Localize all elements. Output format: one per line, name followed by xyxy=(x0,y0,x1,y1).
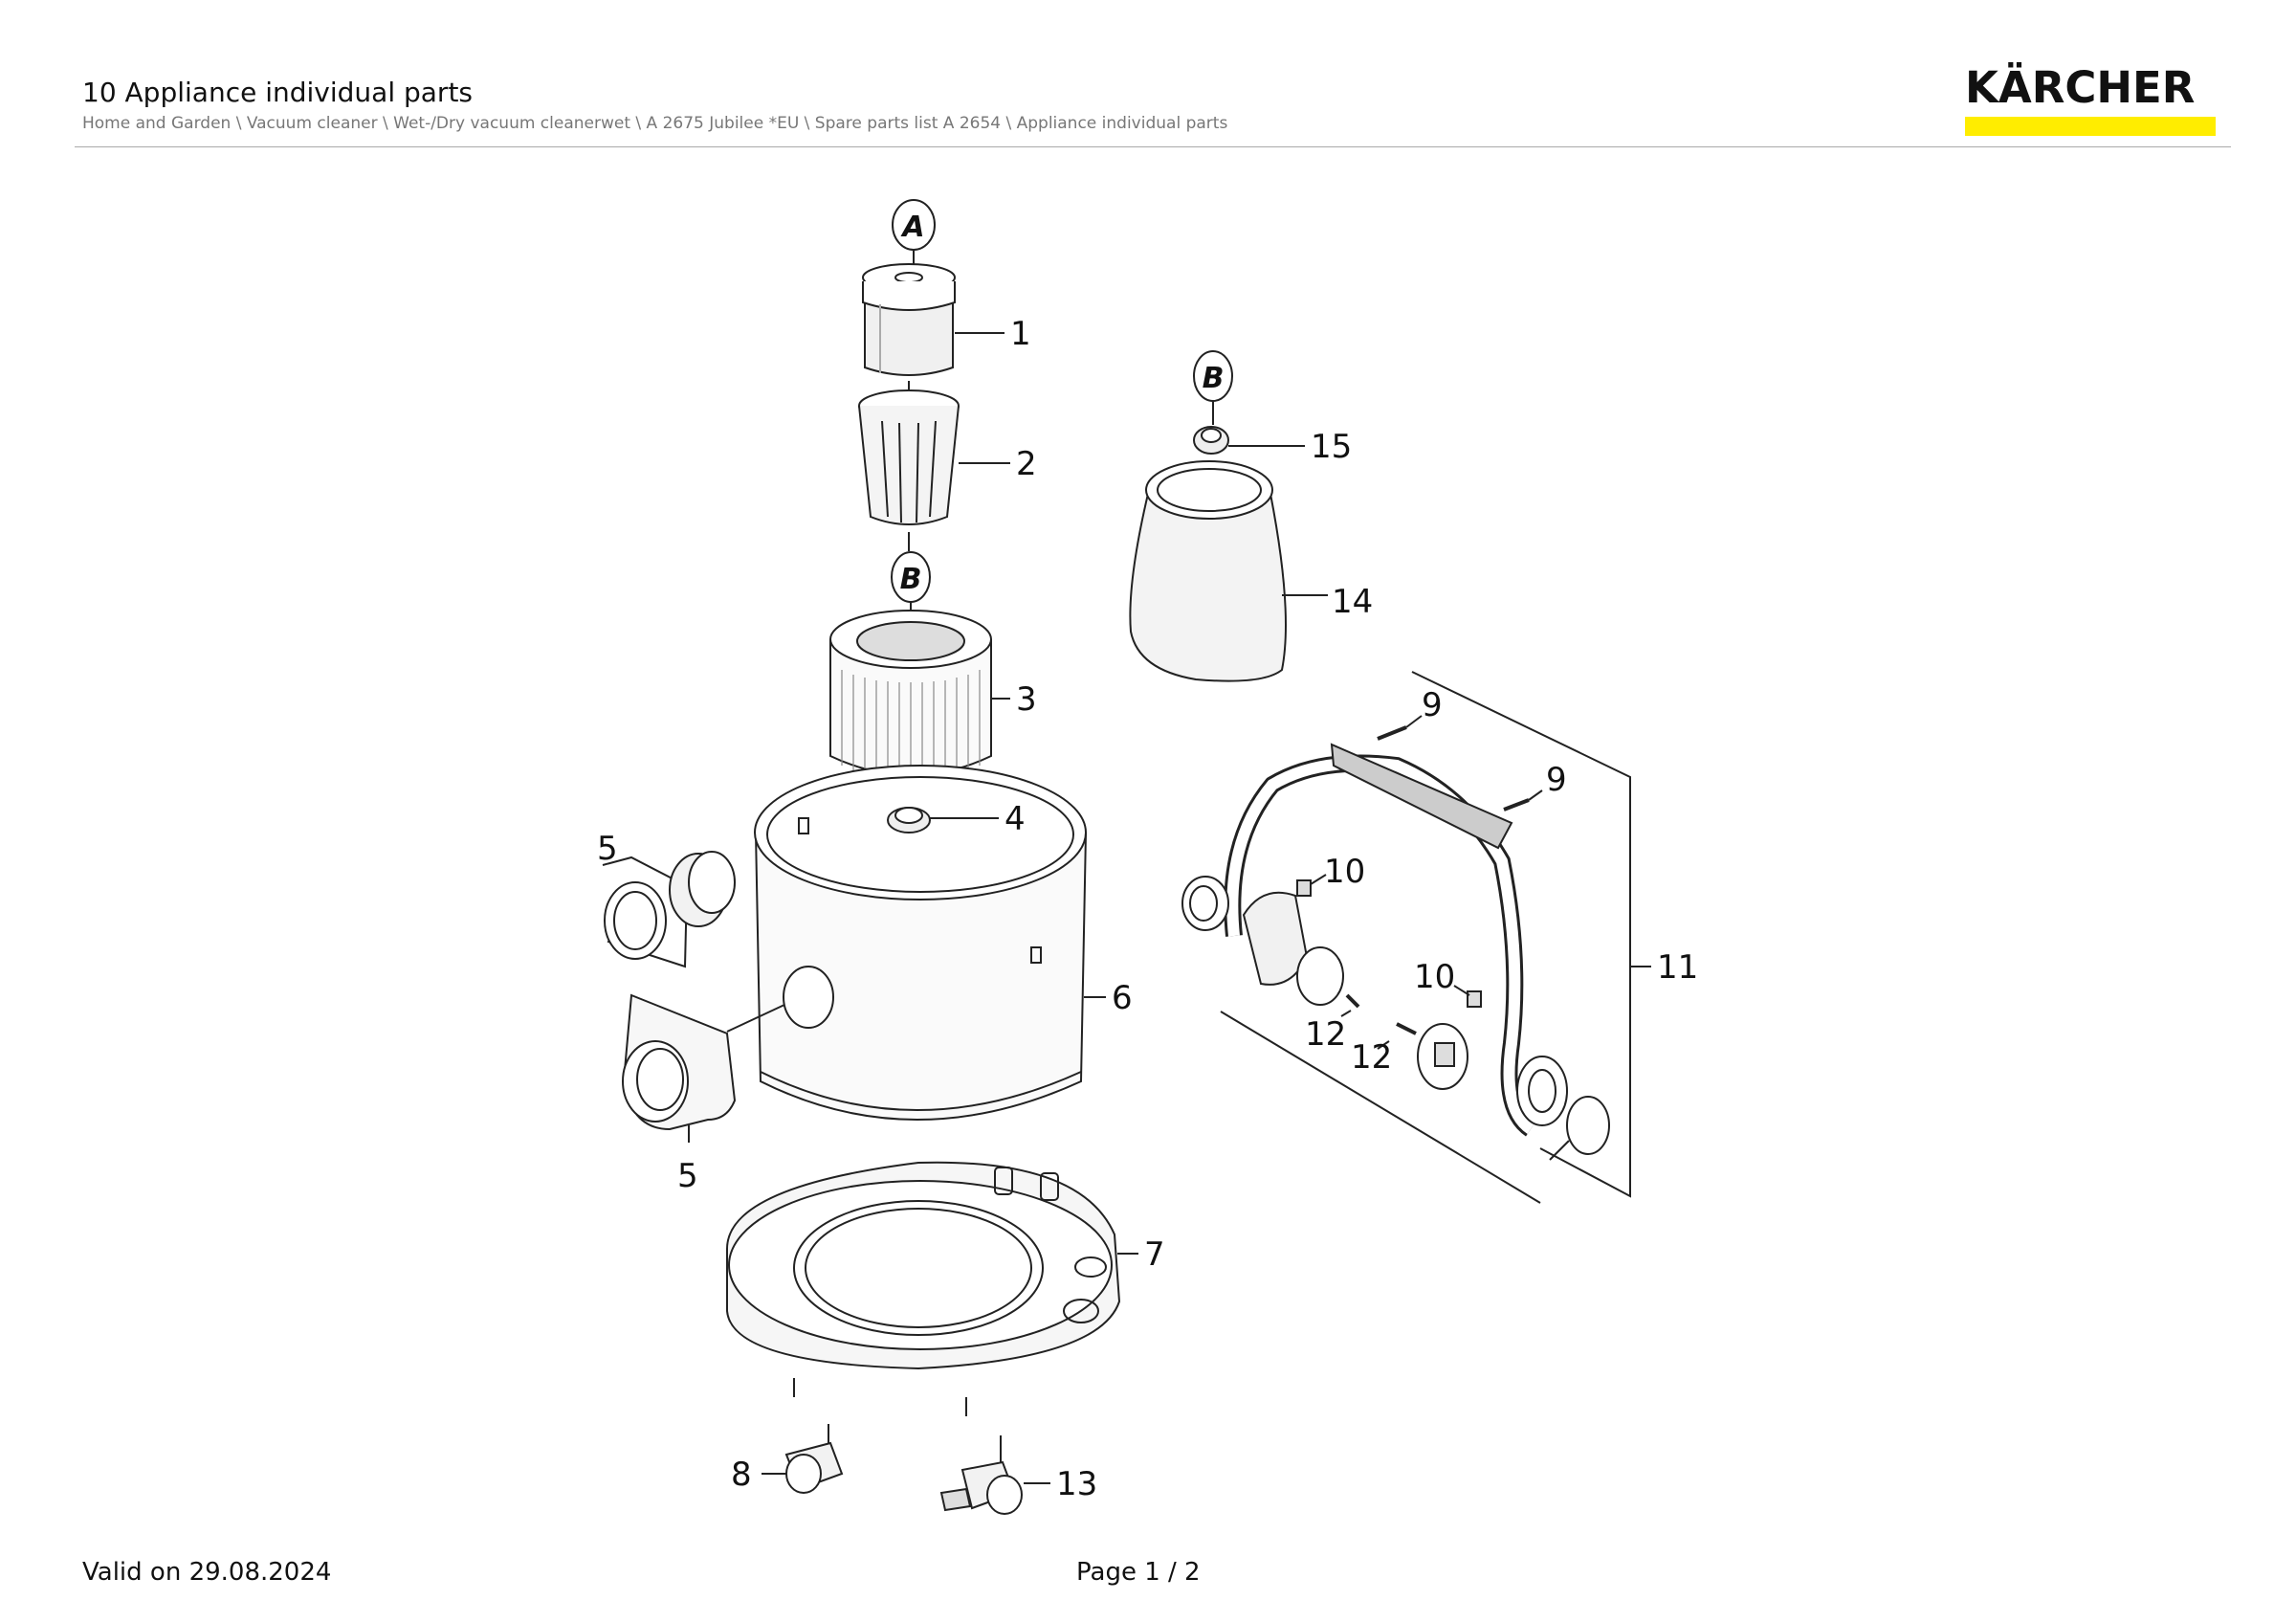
badge-b-left-label: B xyxy=(900,563,922,596)
callout-5-bottom: 5 xyxy=(677,1157,698,1195)
callout-9-top: 9 xyxy=(1422,686,1443,724)
part-9-screw-top xyxy=(1377,725,1407,741)
callout-8: 8 xyxy=(731,1456,752,1494)
part-11-handle xyxy=(1181,743,1610,1155)
part-12-screw-left xyxy=(1345,993,1360,1009)
part-10-clip-top xyxy=(1296,879,1312,897)
part-14-filter-bag xyxy=(1129,460,1287,682)
part-11-handle-group-outline xyxy=(1220,671,1631,1204)
part-9-screw-right xyxy=(1503,798,1530,812)
callout-5-top: 5 xyxy=(597,830,618,868)
page-number: Page 1 / 2 xyxy=(1076,1558,1201,1587)
logo-wordmark: KÄRCHER xyxy=(1965,62,2196,113)
part-5-inlet-cover xyxy=(622,993,785,1143)
part-4-float xyxy=(887,807,931,834)
part-13-braked-castor xyxy=(939,1435,1023,1515)
callout-1: 1 xyxy=(1010,315,1031,353)
part-7-chassis xyxy=(726,1161,1121,1416)
part-3-cartridge-filter xyxy=(829,610,992,782)
callout-13: 13 xyxy=(1056,1465,1097,1503)
part-12-screw-right xyxy=(1396,1022,1417,1035)
callout-4: 4 xyxy=(1004,800,1026,838)
badge-a-label: A xyxy=(900,211,924,244)
callout-11: 11 xyxy=(1657,948,1698,987)
callout-7: 7 xyxy=(1144,1235,1165,1274)
callout-14: 14 xyxy=(1332,583,1373,621)
part-15-fastener xyxy=(1193,426,1229,455)
callout-10-bottom: 10 xyxy=(1414,958,1455,996)
valid-date: Valid on 29.08.2024 xyxy=(82,1558,332,1587)
part-8-castor xyxy=(784,1424,844,1494)
callout-10-top: 10 xyxy=(1324,853,1365,891)
badge-b-top: B xyxy=(1193,350,1233,402)
badge-b-top-label: B xyxy=(1203,362,1225,395)
callout-3: 3 xyxy=(1016,680,1037,719)
part-6-container xyxy=(754,765,1087,1121)
callout-12-left: 12 xyxy=(1305,1015,1346,1054)
callout-6: 6 xyxy=(1112,979,1133,1017)
callout-2: 2 xyxy=(1016,445,1037,483)
callout-9-right: 9 xyxy=(1546,761,1567,799)
header-divider xyxy=(75,146,2231,147)
badge-b-left: B xyxy=(891,551,931,603)
callout-15: 15 xyxy=(1311,428,1352,466)
badge-a: A xyxy=(892,199,936,251)
page-title: 10 Appliance individual parts xyxy=(82,77,474,108)
breadcrumb: Home and Garden \ Vacuum cleaner \ Wet-/… xyxy=(82,114,1228,133)
logo-yellow-bar xyxy=(1965,117,2216,136)
callout-12-right: 12 xyxy=(1351,1038,1392,1077)
part-2-filter-basket xyxy=(858,389,960,525)
part-1-filter-cap xyxy=(862,263,956,376)
part-10-clip-bottom xyxy=(1467,990,1482,1008)
part-5-inlet-ring xyxy=(602,851,736,968)
karcher-logo: KÄRCHER xyxy=(1965,65,2216,136)
